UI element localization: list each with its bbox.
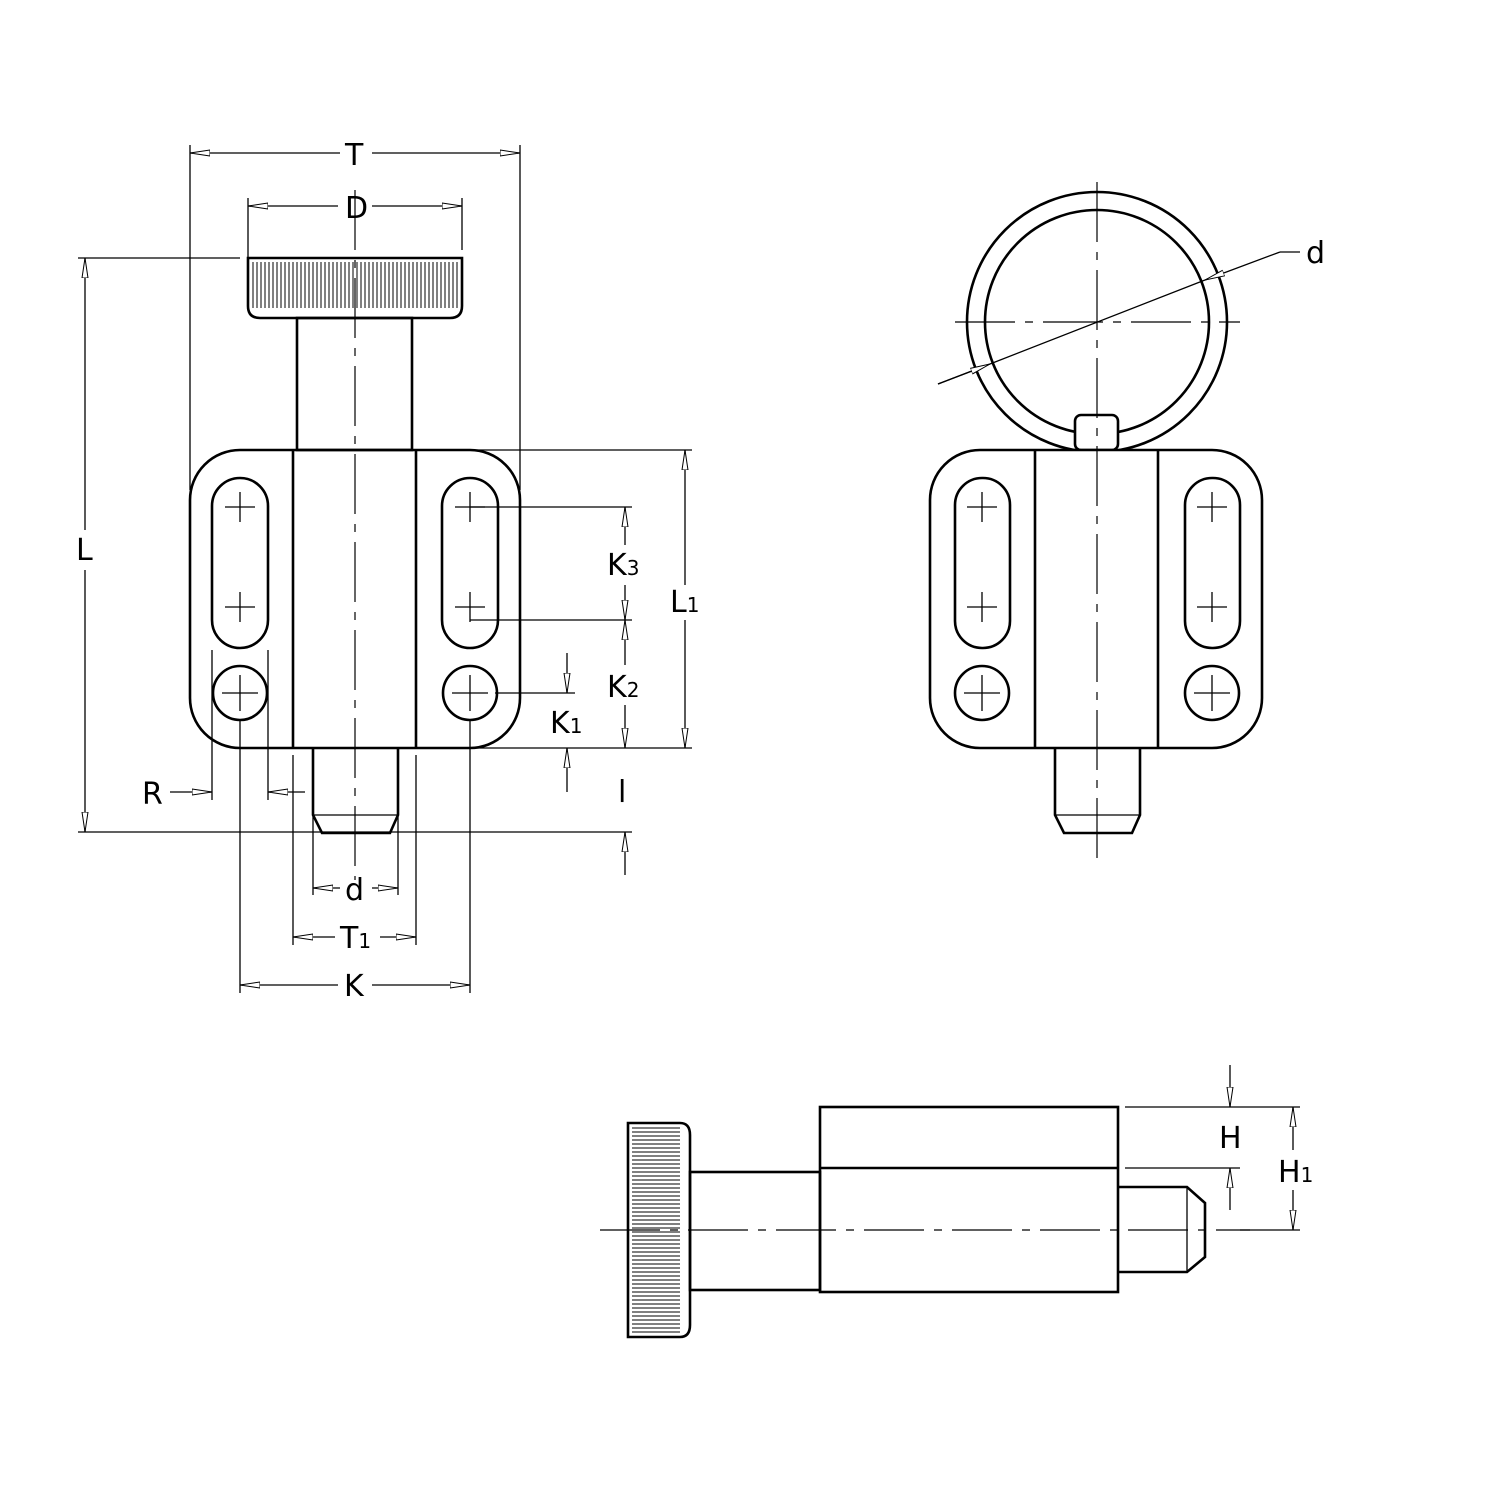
mounting-slot <box>953 476 1012 650</box>
front-view <box>188 190 522 880</box>
label-K3: K3 <box>607 548 639 583</box>
housing-body <box>818 1105 1120 1294</box>
mounting-slot <box>440 476 500 650</box>
label-K: K <box>344 969 365 1004</box>
dimension-labels: T D L L1 K3 K2 K1 l R d T1 K d H H1 <box>76 138 1325 1190</box>
plunger-pin <box>1053 748 1142 835</box>
label-T1: T1 <box>339 921 371 956</box>
knurling <box>632 1127 680 1333</box>
front-dimensions <box>78 145 692 993</box>
side-view <box>928 182 1300 865</box>
mounting-hole <box>953 664 1011 722</box>
knurled-knob <box>246 256 464 320</box>
label-T: T <box>344 138 364 173</box>
label-R: R <box>142 777 163 812</box>
top-view <box>600 1105 1250 1339</box>
knurled-knob <box>626 1121 692 1339</box>
label-l: l <box>618 775 626 810</box>
housing-body <box>928 448 1264 750</box>
label-d-ring: d <box>1306 236 1325 271</box>
label-H1: H1 <box>1278 1155 1313 1190</box>
label-L: L <box>76 533 93 568</box>
label-K2: K2 <box>607 670 639 705</box>
label-d: d <box>345 873 364 908</box>
label-K1: K1 <box>550 706 582 741</box>
mounting-slot <box>1183 476 1242 650</box>
label-L1: L1 <box>670 585 699 620</box>
plunger-pin <box>311 748 400 835</box>
knurling <box>252 262 458 308</box>
label-H: H <box>1219 1121 1242 1156</box>
plunger-shaft <box>688 1170 822 1292</box>
mounting-hole <box>1183 664 1241 722</box>
label-D: D <box>345 191 368 226</box>
mounting-slot <box>210 476 270 650</box>
top-dimensions <box>1125 1065 1300 1231</box>
